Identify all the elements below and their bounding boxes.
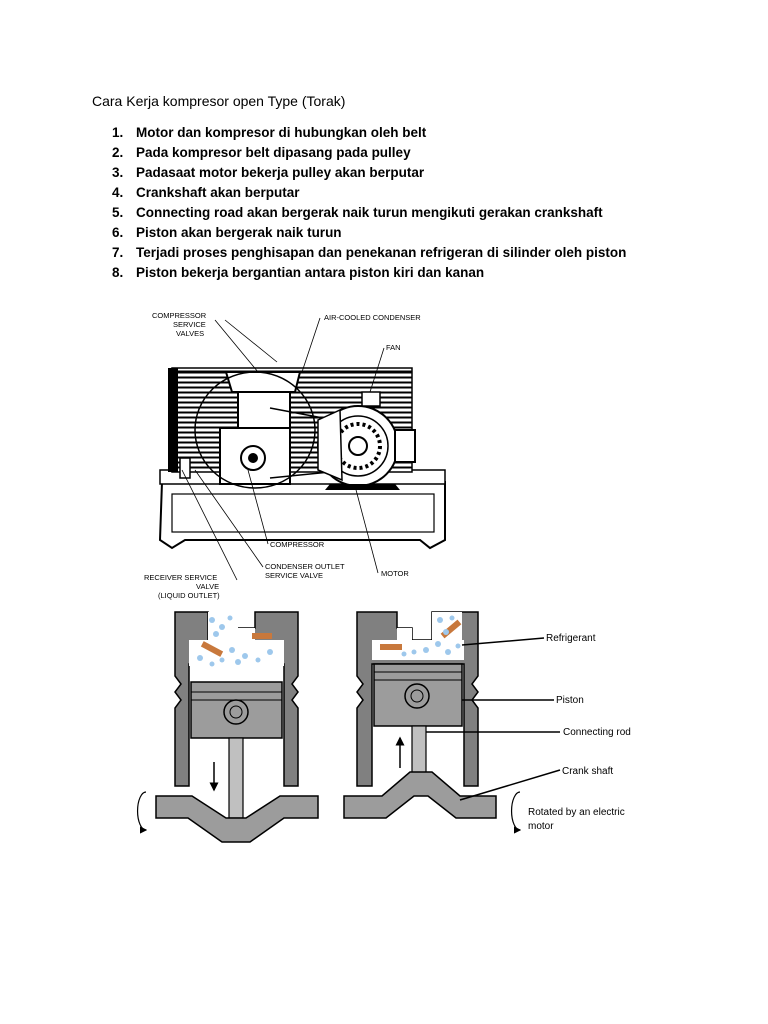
label-outlet-valve: SERVICE VALVE	[265, 571, 323, 580]
label-piston: Piston	[556, 695, 584, 706]
right-piston-pin-inner	[410, 689, 424, 703]
label-connecting-rod: Connecting rod	[563, 727, 631, 738]
step-text: Piston bekerja bergantian antara piston …	[136, 265, 485, 280]
left-crank-shaft	[155, 795, 319, 843]
label-receiver: VALVE	[196, 582, 219, 591]
label-motor: MOTOR	[381, 569, 409, 578]
step-number: 4.	[112, 185, 124, 200]
right-piston-pin	[404, 683, 430, 709]
step-number: 5.	[112, 205, 124, 220]
left-piston	[190, 681, 283, 739]
compressor-shaft	[248, 453, 258, 463]
steps-list: 1. Motor dan kompresor di hubungkan oleh …	[112, 123, 626, 283]
step-item: 5. Connecting road akan bergerak naik tur…	[112, 203, 626, 223]
label-receiver: RECEIVER SERVICE	[144, 573, 217, 582]
label-rotated: Rotated by an electric	[528, 807, 625, 818]
step-number: 2.	[112, 145, 124, 160]
leader-line	[194, 469, 264, 568]
left-connecting-rod	[228, 737, 244, 819]
label-compressor: COMPRESSOR	[270, 540, 325, 549]
leader-line	[301, 317, 321, 373]
step-number: 8.	[112, 265, 124, 280]
leader-line	[354, 485, 379, 574]
step-item: 6. Piston akan bergerak naik turun	[112, 223, 626, 243]
step-item: 4. Crankshaft akan berputar	[112, 183, 626, 203]
step-text: Piston akan bergerak naik turun	[136, 225, 342, 240]
left-outlet-port	[238, 628, 255, 640]
step-item: 7. Terjadi proses penghisapan dan penekan…	[112, 243, 626, 263]
left-piston-pin	[223, 699, 249, 725]
left-rotation-arrow-icon	[136, 791, 148, 834]
label-condenser: AIR-COOLED CONDENSER	[324, 313, 421, 322]
label-crank-shaft: Crank shaft	[562, 766, 613, 777]
step-text: Padasaat motor bekerja pulley akan berpu…	[136, 165, 425, 180]
label-fan: FAN	[386, 343, 401, 352]
motor-rear	[394, 429, 416, 463]
step-number: 6.	[112, 225, 124, 240]
label-receiver: (LIQUID OUTLET)	[158, 591, 220, 600]
right-crank-shaft	[343, 771, 497, 819]
condenser-end-plate	[168, 368, 178, 472]
fan-icon	[361, 391, 381, 407]
leader-line	[214, 319, 259, 373]
leader-line	[461, 637, 545, 646]
motor-base	[325, 484, 400, 490]
compressor-head	[237, 387, 291, 429]
leader-line	[247, 469, 269, 545]
compressor-unit-illustration: COMPRESSOR SERVICE VALVES AIR-COOLED CON…	[144, 311, 446, 600]
left-piston-pin-inner	[229, 705, 243, 719]
receiver-valve	[179, 457, 191, 479]
leader-line	[459, 769, 561, 801]
motor-hub	[348, 436, 368, 456]
left-piston-diagram	[136, 611, 319, 843]
step-text: Crankshaft akan berputar	[136, 185, 300, 200]
right-refrigerant-bubbles	[401, 615, 461, 657]
step-item: 3. Padasaat motor bekerja pulley akan ber…	[112, 163, 626, 183]
base-frame	[158, 481, 446, 550]
leader-line	[224, 319, 278, 363]
document-title: Cara Kerja kompresor open Type (Torak)	[92, 93, 346, 109]
compressor-flywheel	[194, 371, 316, 489]
base-panel	[171, 493, 435, 533]
right-outlet-port	[397, 628, 412, 640]
step-item: 2. Pada kompresor belt dipasang pada pull…	[112, 143, 626, 163]
step-text: Terjadi proses penghisapan dan penekanan…	[136, 245, 627, 260]
leader-line	[369, 347, 385, 393]
label-service-valves: SERVICE	[173, 320, 206, 329]
step-text: Connecting road akan bergerak naik turun…	[136, 205, 603, 220]
label-refrigerant: Refrigerant	[546, 633, 596, 644]
right-discharge-valve	[380, 644, 402, 650]
right-connecting-rod	[411, 725, 427, 777]
label-service-valves: COMPRESSOR	[152, 311, 207, 320]
step-item: 8. Piston bekerja bergantian antara pisto…	[112, 263, 626, 283]
right-rotation-arrow-icon	[510, 791, 522, 834]
step-text: Motor dan kompresor di hubungkan oleh be…	[136, 125, 427, 140]
step-number: 3.	[112, 165, 124, 180]
step-item: 1. Motor dan kompresor di hubungkan oleh …	[112, 123, 626, 143]
left-refrigerant-bubbles	[197, 615, 273, 667]
step-number: 1.	[112, 125, 124, 140]
left-discharge-valve	[252, 633, 272, 639]
label-outlet-valve: CONDENSER OUTLET	[265, 562, 345, 571]
label-service-valves: VALVES	[176, 329, 204, 338]
right-piston-diagram: Refrigerant Piston Connecting rod Crank …	[343, 611, 631, 834]
leader-line	[181, 469, 238, 581]
label-rotated: motor	[528, 821, 554, 832]
right-piston	[373, 663, 463, 727]
motor-front	[317, 408, 343, 482]
step-number: 7.	[112, 245, 124, 260]
left-suction-valve	[200, 641, 224, 657]
step-text: Pada kompresor belt dipasang pada pulley	[136, 145, 411, 160]
